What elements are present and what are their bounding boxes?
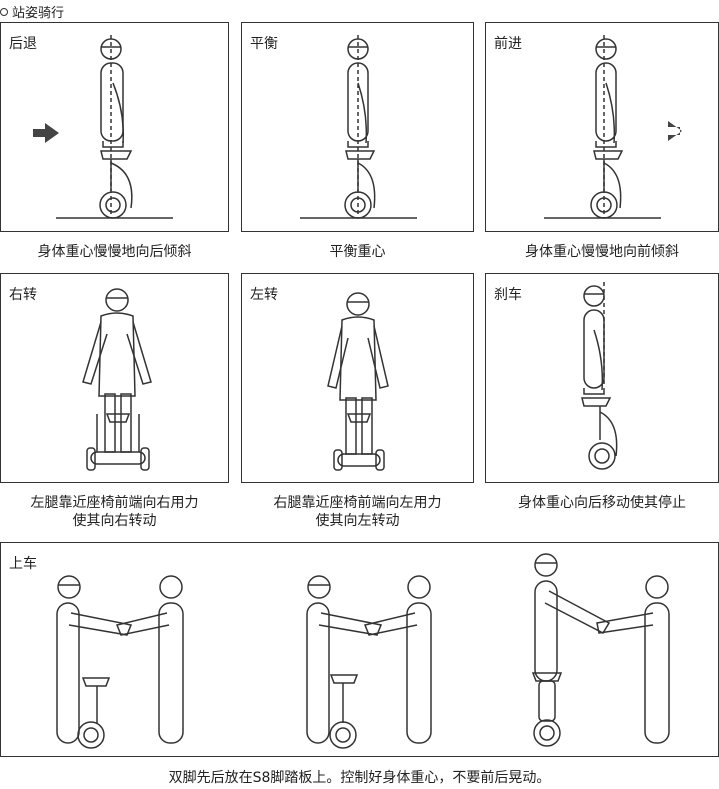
panel-label: 前进 bbox=[494, 36, 522, 52]
arrow-right-icon bbox=[668, 121, 682, 141]
caption-brake: 身体重心向后移动使其停止 bbox=[518, 495, 686, 511]
panel-label: 刹车 bbox=[494, 287, 522, 303]
figure-turn-right-illustration bbox=[82, 288, 152, 471]
caption-line: 左腿靠近座椅前端向右用力 bbox=[30, 495, 199, 511]
caption-line: 使其向右转动 bbox=[72, 513, 157, 529]
caption-line: 右腿靠近座椅前端向左用力 bbox=[273, 495, 442, 511]
panel-label: 右转 bbox=[9, 287, 37, 303]
section-title: 站姿骑行 bbox=[0, 2, 64, 21]
mount-caption: 双脚先后放在S8脚踏板上。控制好身体重心，不要前后晃动。 bbox=[168, 770, 551, 786]
arrow-left-icon bbox=[33, 123, 59, 143]
figure-balance-illustration bbox=[300, 35, 417, 219]
caption-line: 使其向左转动 bbox=[315, 513, 400, 529]
panel-label: 左转 bbox=[250, 287, 278, 303]
bullet-icon bbox=[0, 7, 8, 16]
figure-mount-illustration bbox=[56, 553, 670, 749]
caption-turn-left: 右腿靠近座椅前端向左用力 使其向左转动 bbox=[241, 494, 474, 530]
caption-forward: 身体重心慢慢地向前倾斜 bbox=[525, 244, 679, 260]
caption-balance: 平衡重心 bbox=[329, 244, 386, 260]
figure-backward-illustration bbox=[33, 35, 173, 219]
figure-turn-left-illustration bbox=[327, 292, 389, 471]
panel-mount: 上车 bbox=[0, 542, 719, 757]
section-title-text: 站姿骑行 bbox=[12, 6, 65, 21]
figure-forward-illustration bbox=[544, 35, 682, 219]
panel-label: 上车 bbox=[9, 556, 37, 572]
panel-label: 平衡 bbox=[250, 36, 278, 52]
panel-backward: 后退 bbox=[0, 22, 229, 232]
panel-balance: 平衡 bbox=[241, 22, 474, 232]
figure-brake-illustration bbox=[581, 282, 618, 470]
panel-turn-right: 右转 bbox=[0, 273, 229, 483]
panel-forward: 前进 bbox=[485, 22, 719, 232]
caption-turn-right: 左腿靠近座椅前端向右用力 使其向右转动 bbox=[0, 494, 229, 530]
caption-backward: 身体重心慢慢地向后倾斜 bbox=[37, 244, 192, 260]
panel-brake: 刹车 bbox=[485, 273, 719, 483]
panel-turn-left: 左转 bbox=[241, 273, 474, 483]
panel-label: 后退 bbox=[9, 36, 37, 52]
